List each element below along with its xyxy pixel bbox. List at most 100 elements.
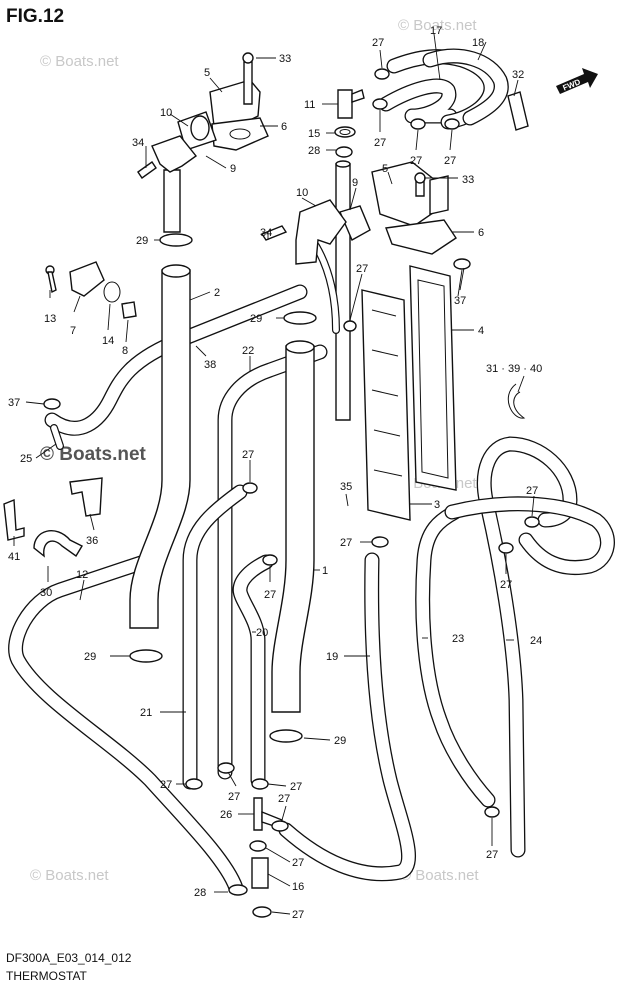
part-label: 27	[292, 909, 304, 921]
part-label: 15	[308, 128, 320, 140]
part-label: 27	[278, 793, 290, 805]
part-label: 4	[478, 325, 484, 337]
part-label: 27	[486, 849, 498, 861]
part-label: 11	[304, 99, 315, 111]
part-label: 35	[340, 481, 352, 493]
part-label: 27	[264, 589, 276, 601]
watermark-text: © Boats.net	[40, 444, 147, 465]
watermark-text: © Boats.net	[40, 53, 119, 70]
fwd-arrow-icon: FWD	[556, 68, 598, 94]
part-label: 41	[8, 551, 20, 563]
part-label: 12	[76, 569, 88, 581]
part-label: 37	[454, 295, 466, 307]
thermostat-cover-3	[361, 289, 411, 521]
part-label: 26	[220, 809, 232, 821]
holder-36	[69, 477, 103, 517]
part-label: 8	[122, 345, 128, 357]
part-label: 1	[322, 565, 328, 577]
part-label: 6	[478, 227, 484, 239]
part-label: 30	[40, 587, 52, 599]
part-label: 27	[290, 781, 302, 793]
part-label: 22	[242, 345, 254, 357]
part-label: 27	[292, 857, 304, 869]
clip-32	[507, 91, 529, 131]
hose-upper	[312, 160, 351, 421]
part-label: 27	[374, 137, 386, 149]
hose-19	[278, 552, 416, 882]
part-label: 27	[356, 263, 368, 275]
bracket-41	[3, 498, 25, 541]
part-label: 27	[242, 449, 254, 461]
part-label: 27	[160, 779, 172, 791]
part-label: 29	[136, 235, 148, 247]
part-label: 28	[308, 145, 320, 157]
part-label: 24	[530, 635, 542, 647]
hose-12	[8, 552, 244, 896]
part-label: 34	[132, 137, 144, 149]
part-label: 16	[292, 881, 304, 893]
hose-2	[129, 264, 191, 629]
hose-20	[232, 554, 274, 788]
tube-left-housing	[163, 169, 181, 233]
hose-25	[50, 424, 64, 450]
part-label: 37	[8, 397, 20, 409]
part-label: 23	[452, 633, 464, 645]
watermarks: © Boats.net © Boats.net © Boats.net © Bo…	[30, 17, 479, 884]
clamp-30	[33, 530, 83, 558]
part-label: 20	[256, 627, 268, 639]
part-label: 10	[160, 107, 172, 119]
figure-name: THERMOSTAT	[6, 969, 88, 983]
part-label: 25	[20, 453, 32, 465]
part-label: 38	[204, 359, 216, 371]
thermostat-housing-right	[260, 161, 457, 265]
watermark-text: © Boats.net	[398, 17, 477, 34]
part-label: 14	[102, 335, 114, 347]
hose-38	[44, 284, 308, 436]
figure-code: DF300A_E03_014_012	[6, 951, 132, 965]
part-label: 3	[434, 499, 440, 511]
part-label: 29	[250, 313, 262, 325]
part-label: 28	[194, 887, 206, 899]
hose-22	[217, 344, 328, 780]
valve-11	[334, 89, 365, 138]
part-label: 34	[260, 227, 272, 239]
part-label: 5	[204, 67, 210, 79]
part-label: 29	[334, 735, 346, 747]
fwd-label: FWD	[561, 77, 581, 92]
hose-18	[422, 48, 509, 126]
figure-title: FIG.12	[6, 6, 64, 27]
part-label: 10	[296, 187, 308, 199]
part-label: 27	[228, 791, 240, 803]
part-label: 2	[214, 287, 220, 299]
part-label: 17	[430, 25, 442, 37]
part-label: 7	[70, 325, 76, 337]
hose-23	[415, 504, 496, 808]
hose-clamps	[43, 68, 540, 918]
part-label: 33	[462, 174, 474, 186]
part-label: 9	[230, 163, 236, 175]
part-label: 19	[326, 651, 338, 663]
sensor-7	[45, 261, 137, 319]
part-label: 27	[444, 155, 456, 167]
part-label: 27	[526, 485, 538, 497]
leader-lines	[13, 33, 535, 915]
part-label: 27	[372, 37, 384, 49]
gasket-4	[409, 265, 457, 491]
part-label: 6	[281, 121, 287, 133]
part-label: 36	[86, 535, 98, 547]
watermark-text: © Boats.net	[30, 867, 109, 884]
part-label: 5	[382, 163, 388, 175]
part-label: 29	[84, 651, 96, 663]
part-labels: 33 5 6 10 34 9 29 11 15 28 27 17 18 32 2…	[8, 25, 542, 921]
part-label: 27	[340, 537, 352, 549]
part-label: 32	[512, 69, 524, 81]
thermostat-housing-upper	[137, 52, 269, 179]
part-label: 27	[410, 155, 422, 167]
part-label: 13	[44, 313, 56, 325]
part-label: 21	[140, 707, 152, 719]
hose-24	[444, 436, 615, 858]
hose-1	[271, 340, 315, 713]
part-label: 9	[352, 177, 358, 189]
clip-31	[507, 383, 526, 419]
